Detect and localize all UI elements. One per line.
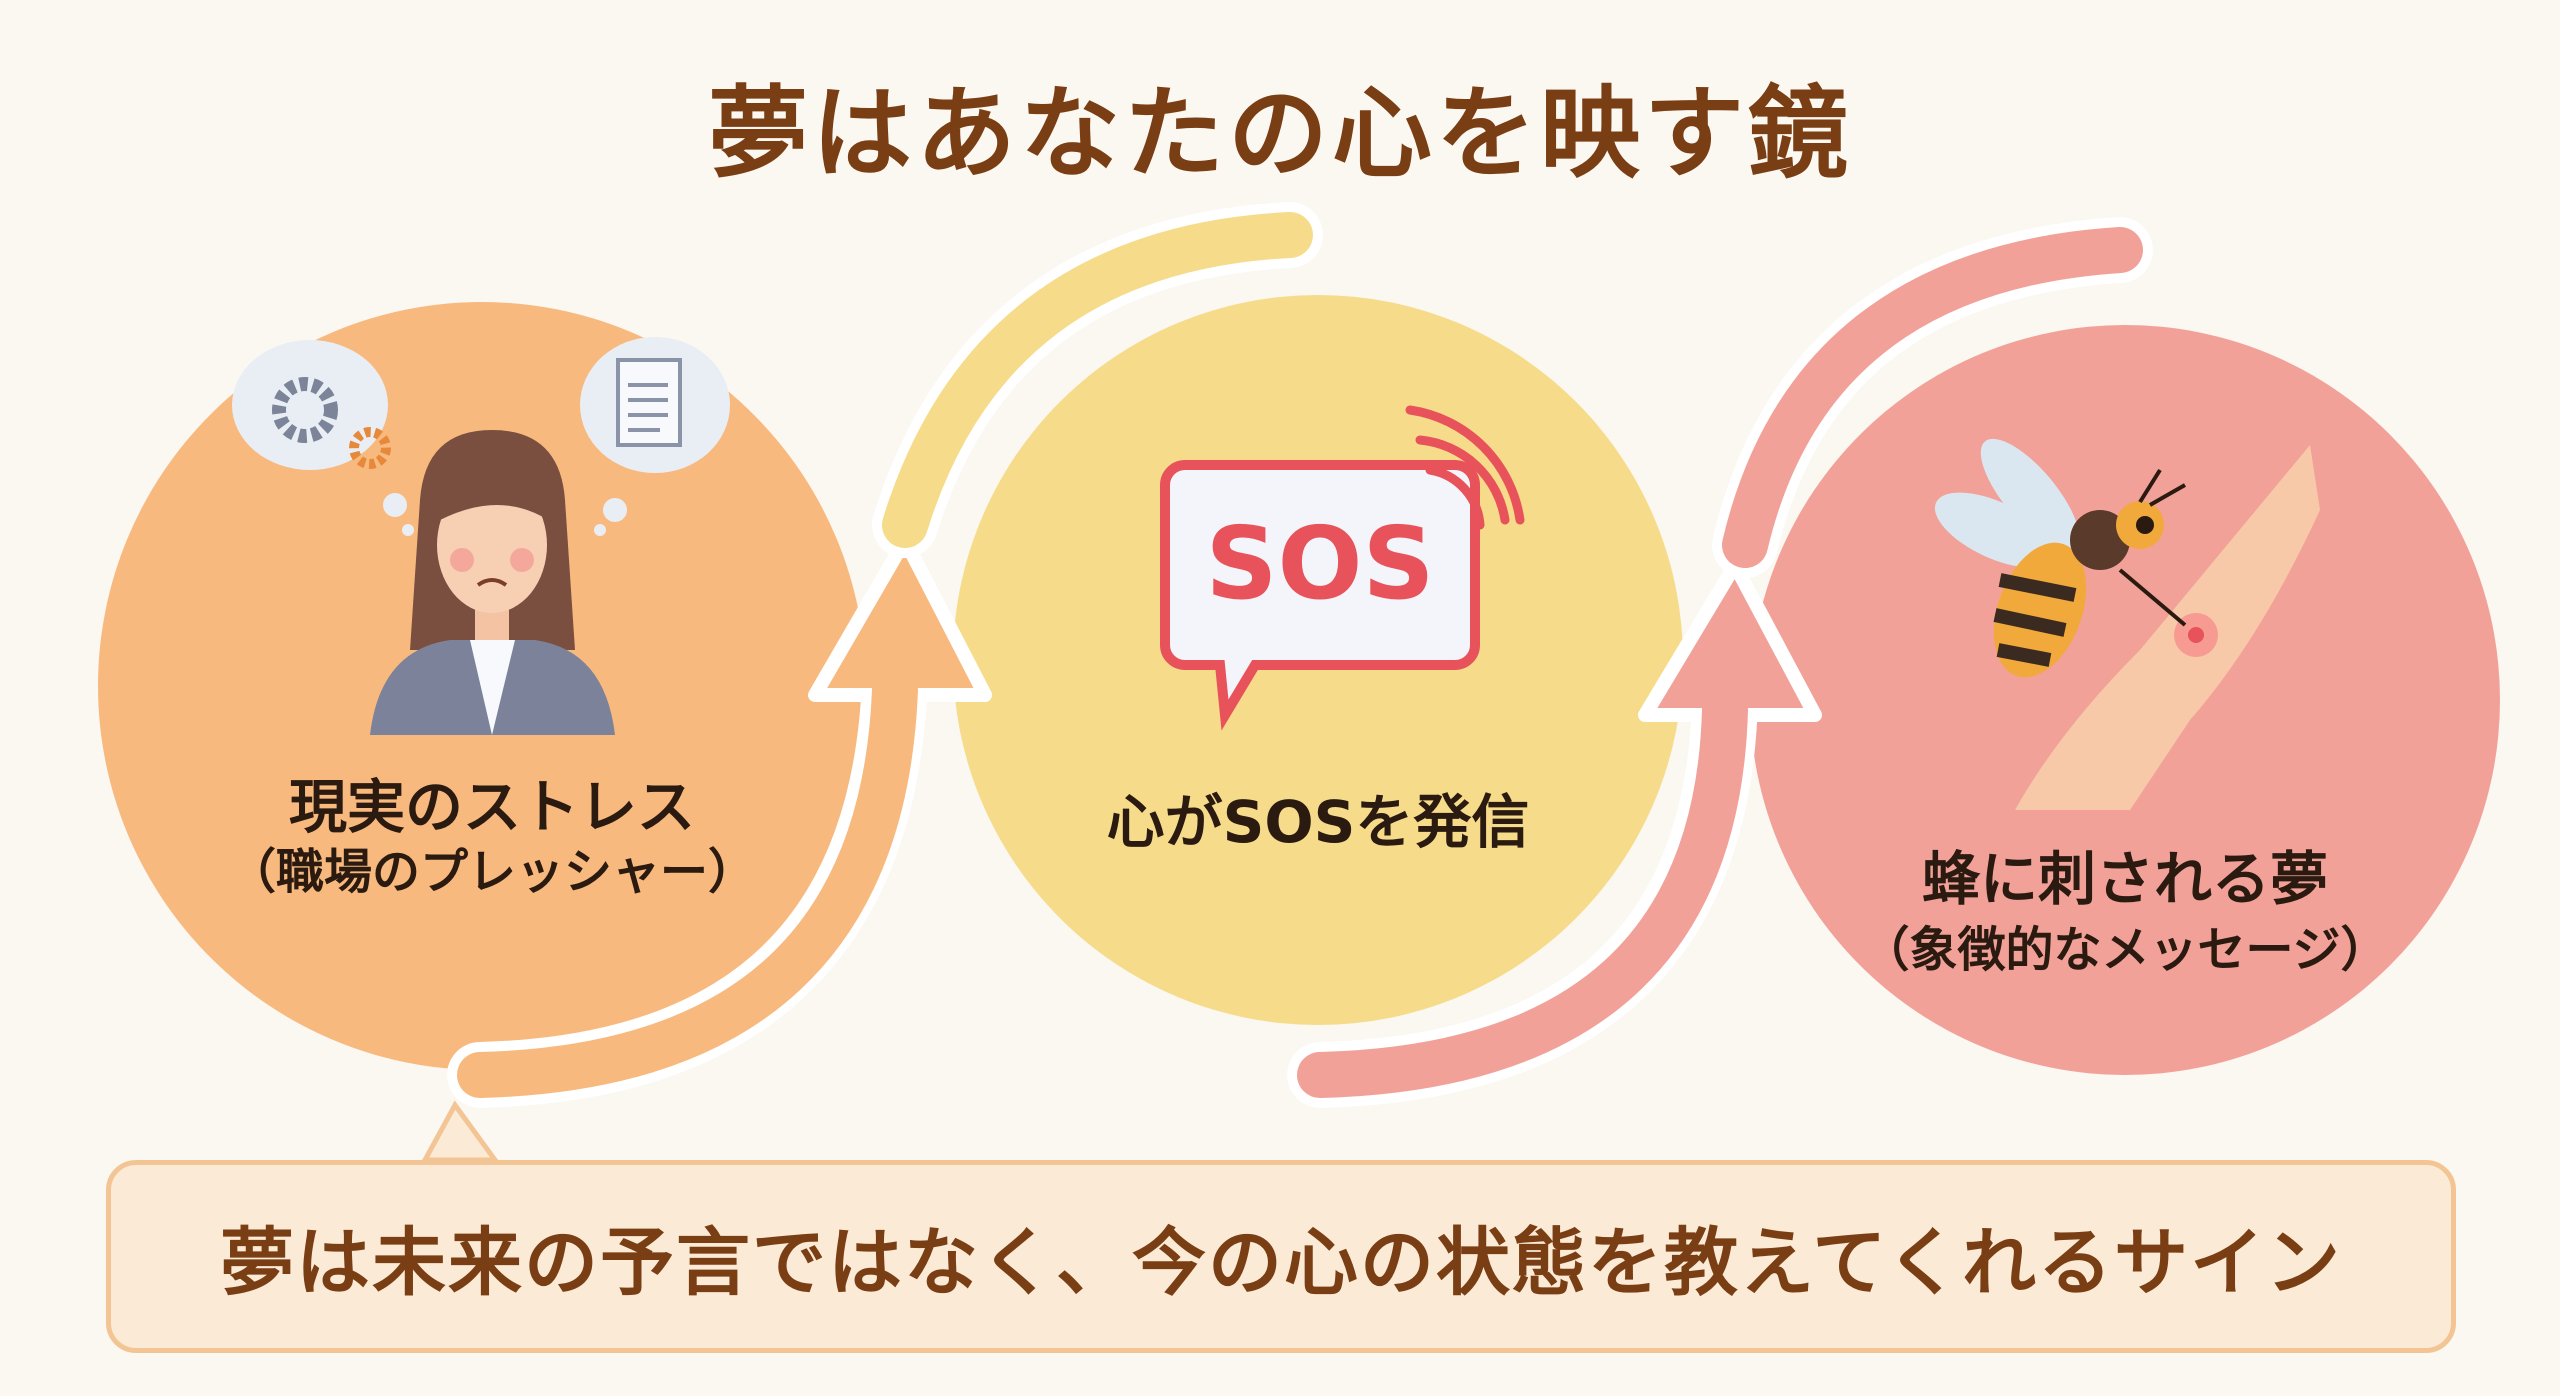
step-sublabel-stress: （職場のプレッシャー）	[227, 844, 757, 900]
message-text: 夢は未来の予言ではなく、今の心の状態を教えてくれるサイン	[219, 1220, 2343, 1306]
arm-icon	[2015, 445, 2320, 810]
step-label-dream: 蜂に刺される夢	[1921, 845, 2329, 913]
bee-sting-icon	[1934, 438, 2320, 810]
arrow-sos-to-dream	[1287, 558, 1822, 1108]
step-label-sos: 心がSOSを発信	[1106, 788, 1530, 856]
gear-icon	[272, 377, 338, 443]
step-label-stress: 現実のストレス	[288, 773, 696, 841]
svg-text:SOS: SOS	[1205, 505, 1434, 622]
sos-bubble-icon: SOS	[1160, 405, 1525, 731]
arrow-stress-to-sos	[447, 533, 992, 1108]
stressed-woman-icon	[232, 337, 730, 735]
message-box: 夢は未来の予言ではなく、今の心の状態を教えてくれるサイン	[106, 1160, 2456, 1353]
signal-icon	[1425, 465, 1485, 530]
arrow-dream-up	[1712, 217, 2153, 578]
gear-icon	[349, 427, 391, 469]
document-icon	[616, 358, 682, 447]
callout-pointer	[420, 1100, 500, 1163]
page-title: 夢はあなたの心を映す鏡	[708, 75, 1852, 192]
step-sublabel-dream: （象徴的なメッセージ）	[1861, 922, 2389, 978]
arrow-sos-up	[872, 202, 1323, 558]
